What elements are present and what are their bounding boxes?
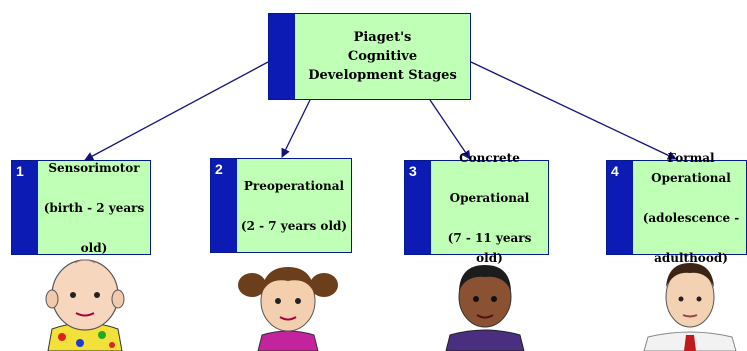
- root-line-2: Cognitive: [347, 49, 418, 64]
- arrow-to-stage-4: [470, 61, 677, 160]
- stage-1-line-1: Sensorimotor: [48, 160, 140, 175]
- arrow-to-stage-3: [429, 99, 471, 160]
- root-line-3: Development Stages: [308, 68, 457, 83]
- stage-node-2: 2 Preoperational (2 - 7 years old): [210, 158, 352, 253]
- stage-number-4: 4: [611, 163, 619, 179]
- stage-number-1: 1: [16, 163, 24, 179]
- stage-1-line-2: (birth - 2 years: [43, 200, 145, 215]
- arrow-to-stage-2: [281, 99, 311, 158]
- root-line-1: Piaget's: [353, 30, 412, 45]
- root-label: Piaget's Cognitive Development Stages: [295, 14, 470, 99]
- arrow-to-stage-1: [84, 61, 269, 161]
- stage-4-line-2: (adolescence -: [642, 210, 740, 225]
- stage-4-line-3: adulthood): [654, 250, 728, 265]
- stage-number-2: 2: [215, 161, 223, 177]
- girl-pigtails-icon: [238, 267, 338, 351]
- stage-label-2: Preoperational (2 - 7 years old): [237, 159, 351, 252]
- stage-2-line-1: Preoperational: [243, 178, 345, 193]
- stage-label-3: Concrete Operational (7 - 11 years old): [431, 151, 548, 265]
- stage-3-line-2: Operational: [449, 190, 530, 205]
- baby-icon: [45, 259, 125, 351]
- stage-3-line-1: Concrete: [459, 150, 520, 165]
- man-tie-icon: [643, 263, 737, 351]
- root-node: Piaget's Cognitive Development Stages: [268, 13, 471, 100]
- stage-number-3: 3: [409, 163, 417, 179]
- stage-label-1: Sensorimotor (birth - 2 years old): [38, 160, 150, 255]
- stage-node-3: 3 Concrete Operational (7 - 11 years old…: [404, 151, 549, 265]
- stage-4-line-1: Formal Operational: [651, 150, 731, 185]
- stage-node-4: 4 Formal Operational (adolescence - adul…: [606, 151, 747, 265]
- boy-icon: [445, 265, 525, 351]
- stage-label-4: Formal Operational (adolescence - adulth…: [633, 151, 746, 265]
- stage-2-line-2: (2 - 7 years old): [240, 218, 348, 233]
- stage-3-line-3: (7 - 11 years old): [447, 230, 532, 265]
- stage-node-1: 1 Sensorimotor (birth - 2 years old): [11, 160, 151, 255]
- stage-1-line-3: old): [80, 240, 108, 255]
